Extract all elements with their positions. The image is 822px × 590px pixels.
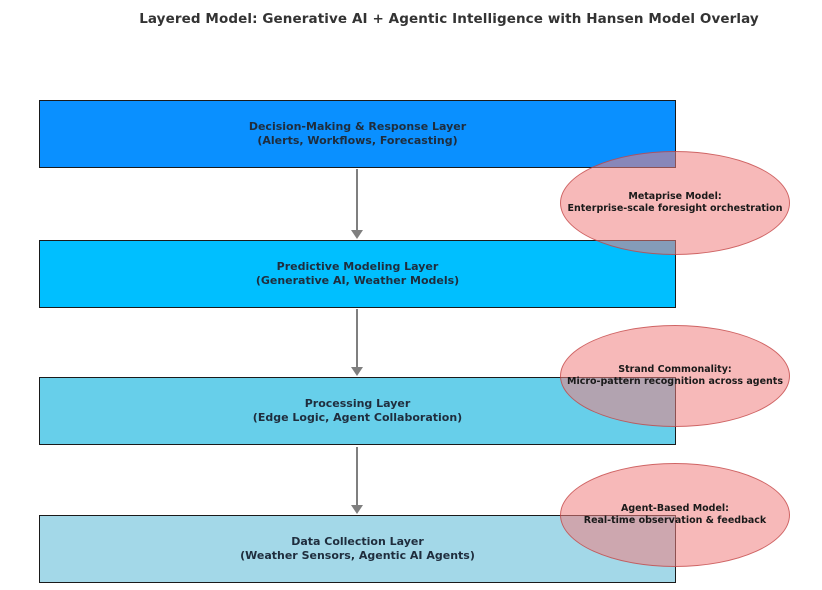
arrow-head — [351, 367, 363, 376]
overlay-strand-commonality: Strand Commonality: Micro-pattern recogn… — [560, 325, 790, 427]
overlay-subtitle: Micro-pattern recognition across agents — [567, 376, 783, 387]
arrow-shaft — [356, 309, 358, 367]
overlay-subtitle: Enterprise-scale foresight orchestration — [567, 203, 783, 214]
down-arrow-icon — [351, 309, 363, 376]
overlay-subtitle: Real-time observation & feedback — [583, 515, 767, 526]
arrow-head — [351, 230, 363, 239]
layer-subtitle: (Generative AI, Weather Models) — [255, 274, 460, 287]
arrow-head — [351, 505, 363, 514]
down-arrow-icon — [351, 447, 363, 514]
layer-decision-making-response: Decision-Making & Response Layer (Alerts… — [39, 100, 676, 168]
overlay-agent-based-model: Agent-Based Model: Real-time observation… — [560, 463, 790, 567]
layer-title: Processing Layer — [304, 397, 411, 410]
overlay-metaprise-model: Metaprise Model: Enterprise-scale foresi… — [560, 151, 790, 255]
layer-predictive-modeling: Predictive Modeling Layer (Generative AI… — [39, 240, 676, 308]
layer-subtitle: (Edge Logic, Agent Collaboration) — [252, 411, 463, 424]
layer-subtitle: (Weather Sensors, Agentic AI Agents) — [240, 549, 475, 562]
arrow-shaft — [356, 447, 358, 505]
layer-title: Predictive Modeling Layer — [276, 260, 439, 273]
overlay-title: Strand Commonality: — [618, 364, 732, 375]
overlay-title: Metaprise Model: — [628, 191, 722, 202]
layer-subtitle: (Alerts, Workflows, Forecasting) — [257, 134, 458, 147]
overlay-title: Agent-Based Model: — [621, 503, 729, 514]
arrow-shaft — [356, 169, 358, 230]
layer-title: Data Collection Layer — [291, 535, 424, 548]
diagram-title: Layered Model: Generative AI + Agentic I… — [139, 11, 759, 27]
down-arrow-icon — [351, 169, 363, 239]
layer-title: Decision-Making & Response Layer — [248, 120, 467, 133]
